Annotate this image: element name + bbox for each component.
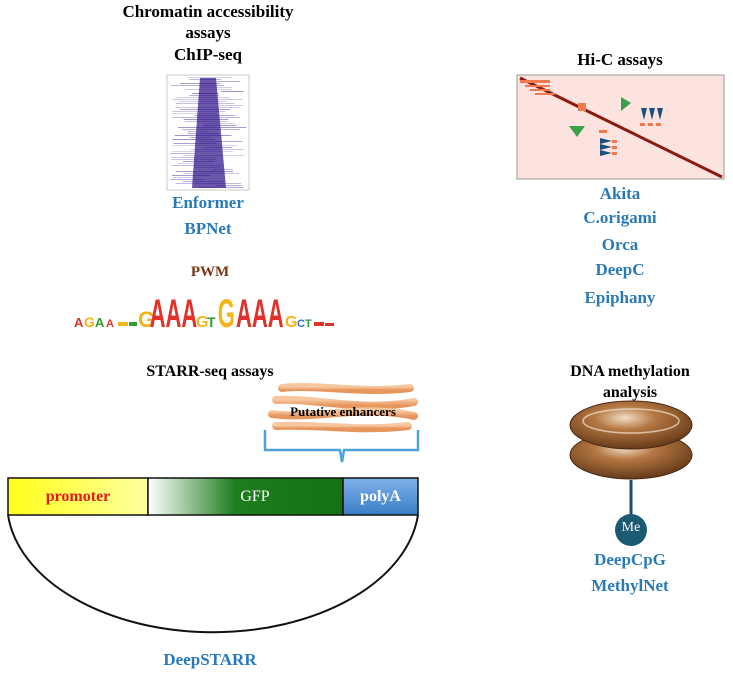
nucleosome-illustration [569,400,693,546]
methyl-mark [615,514,647,546]
chipseq-read-line [171,159,216,160]
starr-title: STARR-seq assays [146,363,274,380]
chipseq-read-line [173,143,217,144]
tool-orca: Orca [601,235,639,254]
chipseq-read-line [215,185,242,186]
chromatin-title-line2: assays [185,23,231,42]
pwm-label: PWM [190,264,230,280]
svg-text:AAA: AAA [236,291,284,336]
promoter-label: promoter [45,488,111,505]
tool-corigami: C.origami [583,208,657,227]
putative-enhancers-label: Putative enhancers [290,404,396,419]
svg-text:G: G [138,307,155,332]
hic-contact-map [516,74,725,180]
enhancer-bracket [263,430,420,463]
putative-enhancer-fragments [268,383,418,433]
tool-enformer: Enformer [172,193,244,212]
polya-label: polyA [360,488,401,505]
chipseq-read-line [172,177,197,178]
me-label: Me [621,520,641,535]
chipseq-read-line [170,153,195,154]
tool-deepcpg: DeepCpG [594,550,666,569]
plasmid-backbone [7,514,419,634]
tool-epiphany: Epiphany [584,288,656,307]
svg-text:G: G [285,314,297,331]
chipseq-heatmap [166,74,250,191]
svg-text:T: T [207,314,216,330]
pwm-sequence-logo: A G A A G AAA G T G AAA G C T [74,291,334,336]
chipseq-read-line [216,81,241,82]
tool-methylnet: MethylNet [591,576,669,595]
svg-text:G: G [196,314,208,331]
tool-deepstarr: DeepSTARR [163,650,257,669]
chipseq-read-line [221,91,244,92]
svg-text:C: C [297,318,305,330]
methylation-title-line1: DNA methylation [570,363,690,380]
chipseq-subtitle: ChIP-seq [173,45,242,64]
svg-text:T: T [305,318,312,330]
chipseq-read-line [187,77,233,78]
chipseq-read-line [172,175,211,176]
chipseq-read-line [170,157,216,158]
chipseq-read-line [172,139,215,140]
chipseq-read-line [219,105,243,106]
chipseq-read-line [172,113,215,114]
methylation-title-line2: analysis [602,384,658,401]
chipseq-read-line [170,85,224,86]
chromatin-title-line1: Chromatin accessibility [122,2,294,21]
tool-deepc: DeepC [595,260,645,279]
chipseq-read-line [170,179,206,180]
svg-text:A: A [74,315,84,330]
hic-title: Hi-C assays [577,50,663,69]
starr-vector [7,477,419,516]
chipseq-read-line [177,163,205,164]
tool-bpnet: BPNet [184,219,232,238]
svg-text:AAA: AAA [150,291,198,336]
svg-text:A: A [106,318,114,330]
svg-text:G: G [218,291,235,336]
svg-text:A: A [95,315,105,330]
svg-text:G: G [84,314,95,330]
tool-akita: Akita [599,184,641,203]
gfp-label: GFP [240,488,270,505]
